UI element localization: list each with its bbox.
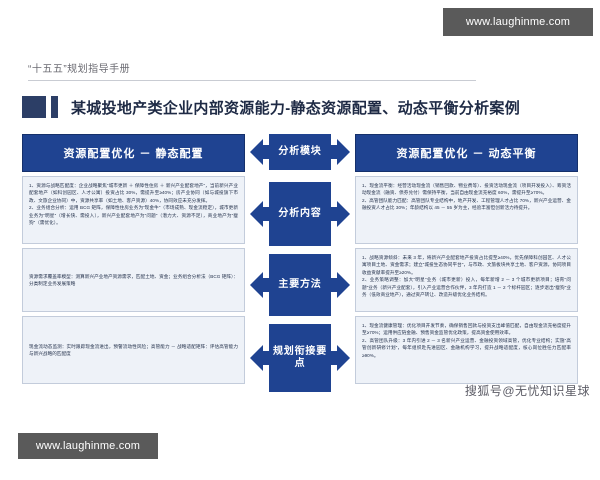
arrow-left-icon xyxy=(250,345,263,371)
center-label-main-methods: 主要方法 xyxy=(269,254,331,316)
panel-right-planning-points: 1、现金流健康管理：优化项目开发节奏，确保销售回款与投资支出峰值匹配，自由现金流… xyxy=(355,316,578,384)
column-right-heading: 资源配置优化 － 动态平衡 xyxy=(355,134,578,172)
arrow-row-main-methods: 主要方法 xyxy=(245,254,355,316)
center-label-analysis-content: 分析内容 xyxy=(269,182,331,246)
document-kicker: “十五五”规划指导手册 xyxy=(28,64,131,75)
arrow-right-icon xyxy=(337,345,350,371)
center-arrow-column: 分析模块 分析内容 主要方法 规划衔接要点 xyxy=(245,134,355,392)
watermark-sohu: 搜狐号@无忧知识星球 xyxy=(464,384,590,398)
arrow-right-tail xyxy=(331,145,337,159)
panel-left-planning-points: 现金流动态监测：实时跟踪现金流进出，预警流动性风险；高管能力 － 战略适配矩阵：… xyxy=(22,316,245,384)
page-title: 某城投地产类企业内部资源能力-静态资源配置、动态平衡分析案例 xyxy=(22,96,520,118)
panel-left-main-methods: 资源需求覆盖率模型：测算新兴产业地产资源需求，匹配土地、资金；业务组合分析法（B… xyxy=(22,248,245,312)
center-label-analysis-module: 分析模块 xyxy=(269,134,331,170)
arrow-right-tail xyxy=(331,278,337,292)
arrow-right-icon xyxy=(337,201,350,227)
arrow-left-tail xyxy=(263,351,269,365)
arrow-left-tail xyxy=(263,207,269,221)
column-static-allocation: 资源配置优化 － 静态配置 1、资源与战略匹配度：企业战略聚焦“城市更新 ＋ 保… xyxy=(22,134,245,384)
title-square-large-icon xyxy=(22,96,46,118)
arrow-row-analysis-content: 分析内容 xyxy=(245,182,355,246)
title-square-small-icon xyxy=(51,96,58,118)
column-dynamic-balance: 资源配置优化 － 动态平衡 1、现金流平衡：经营活动现金流（销售回款、物业费等）… xyxy=(355,134,578,384)
arrow-row-planning-points: 规划衔接要点 xyxy=(245,324,355,392)
arrow-right-tail xyxy=(331,207,337,221)
panel-right-main-methods: 1、战略资源倾斜：未来 3 年，将新兴产业配套地产投资占比提至≥40%，优先保障… xyxy=(355,248,578,312)
arrow-row-analysis-module: 分析模块 xyxy=(245,134,355,170)
arrow-left-icon xyxy=(250,139,263,165)
column-left-heading: 资源配置优化 － 静态配置 xyxy=(22,134,245,172)
arrow-right-tail xyxy=(331,351,337,365)
arrow-right-icon xyxy=(337,272,350,298)
page-title-text: 某城投地产类企业内部资源能力-静态资源配置、动态平衡分析案例 xyxy=(71,99,520,117)
arrow-right-icon xyxy=(337,139,350,165)
resource-allocation-diagram: 资源配置优化 － 静态配置 1、资源与战略匹配度：企业战略聚焦“城市更新 ＋ 保… xyxy=(22,134,578,392)
arrow-left-icon xyxy=(250,272,263,298)
center-label-planning-points: 规划衔接要点 xyxy=(269,324,331,392)
arrow-left-tail xyxy=(263,278,269,292)
panel-right-analysis-content: 1、现金流平衡：经营活动现金流（销售回款、物业费等）、投资活动现金流（项目开发投… xyxy=(355,176,578,244)
header-divider xyxy=(28,80,476,81)
watermark-top-right: www.laughinme.com xyxy=(443,8,593,36)
arrow-left-icon xyxy=(250,201,263,227)
arrow-left-tail xyxy=(263,145,269,159)
panel-left-analysis-content: 1、资源与战略匹配度：企业战略聚焦“城市更新 ＋ 保障性住房 ＋ 新兴产业配套地… xyxy=(22,176,245,244)
watermark-bottom-left: www.laughinme.com xyxy=(18,433,158,459)
